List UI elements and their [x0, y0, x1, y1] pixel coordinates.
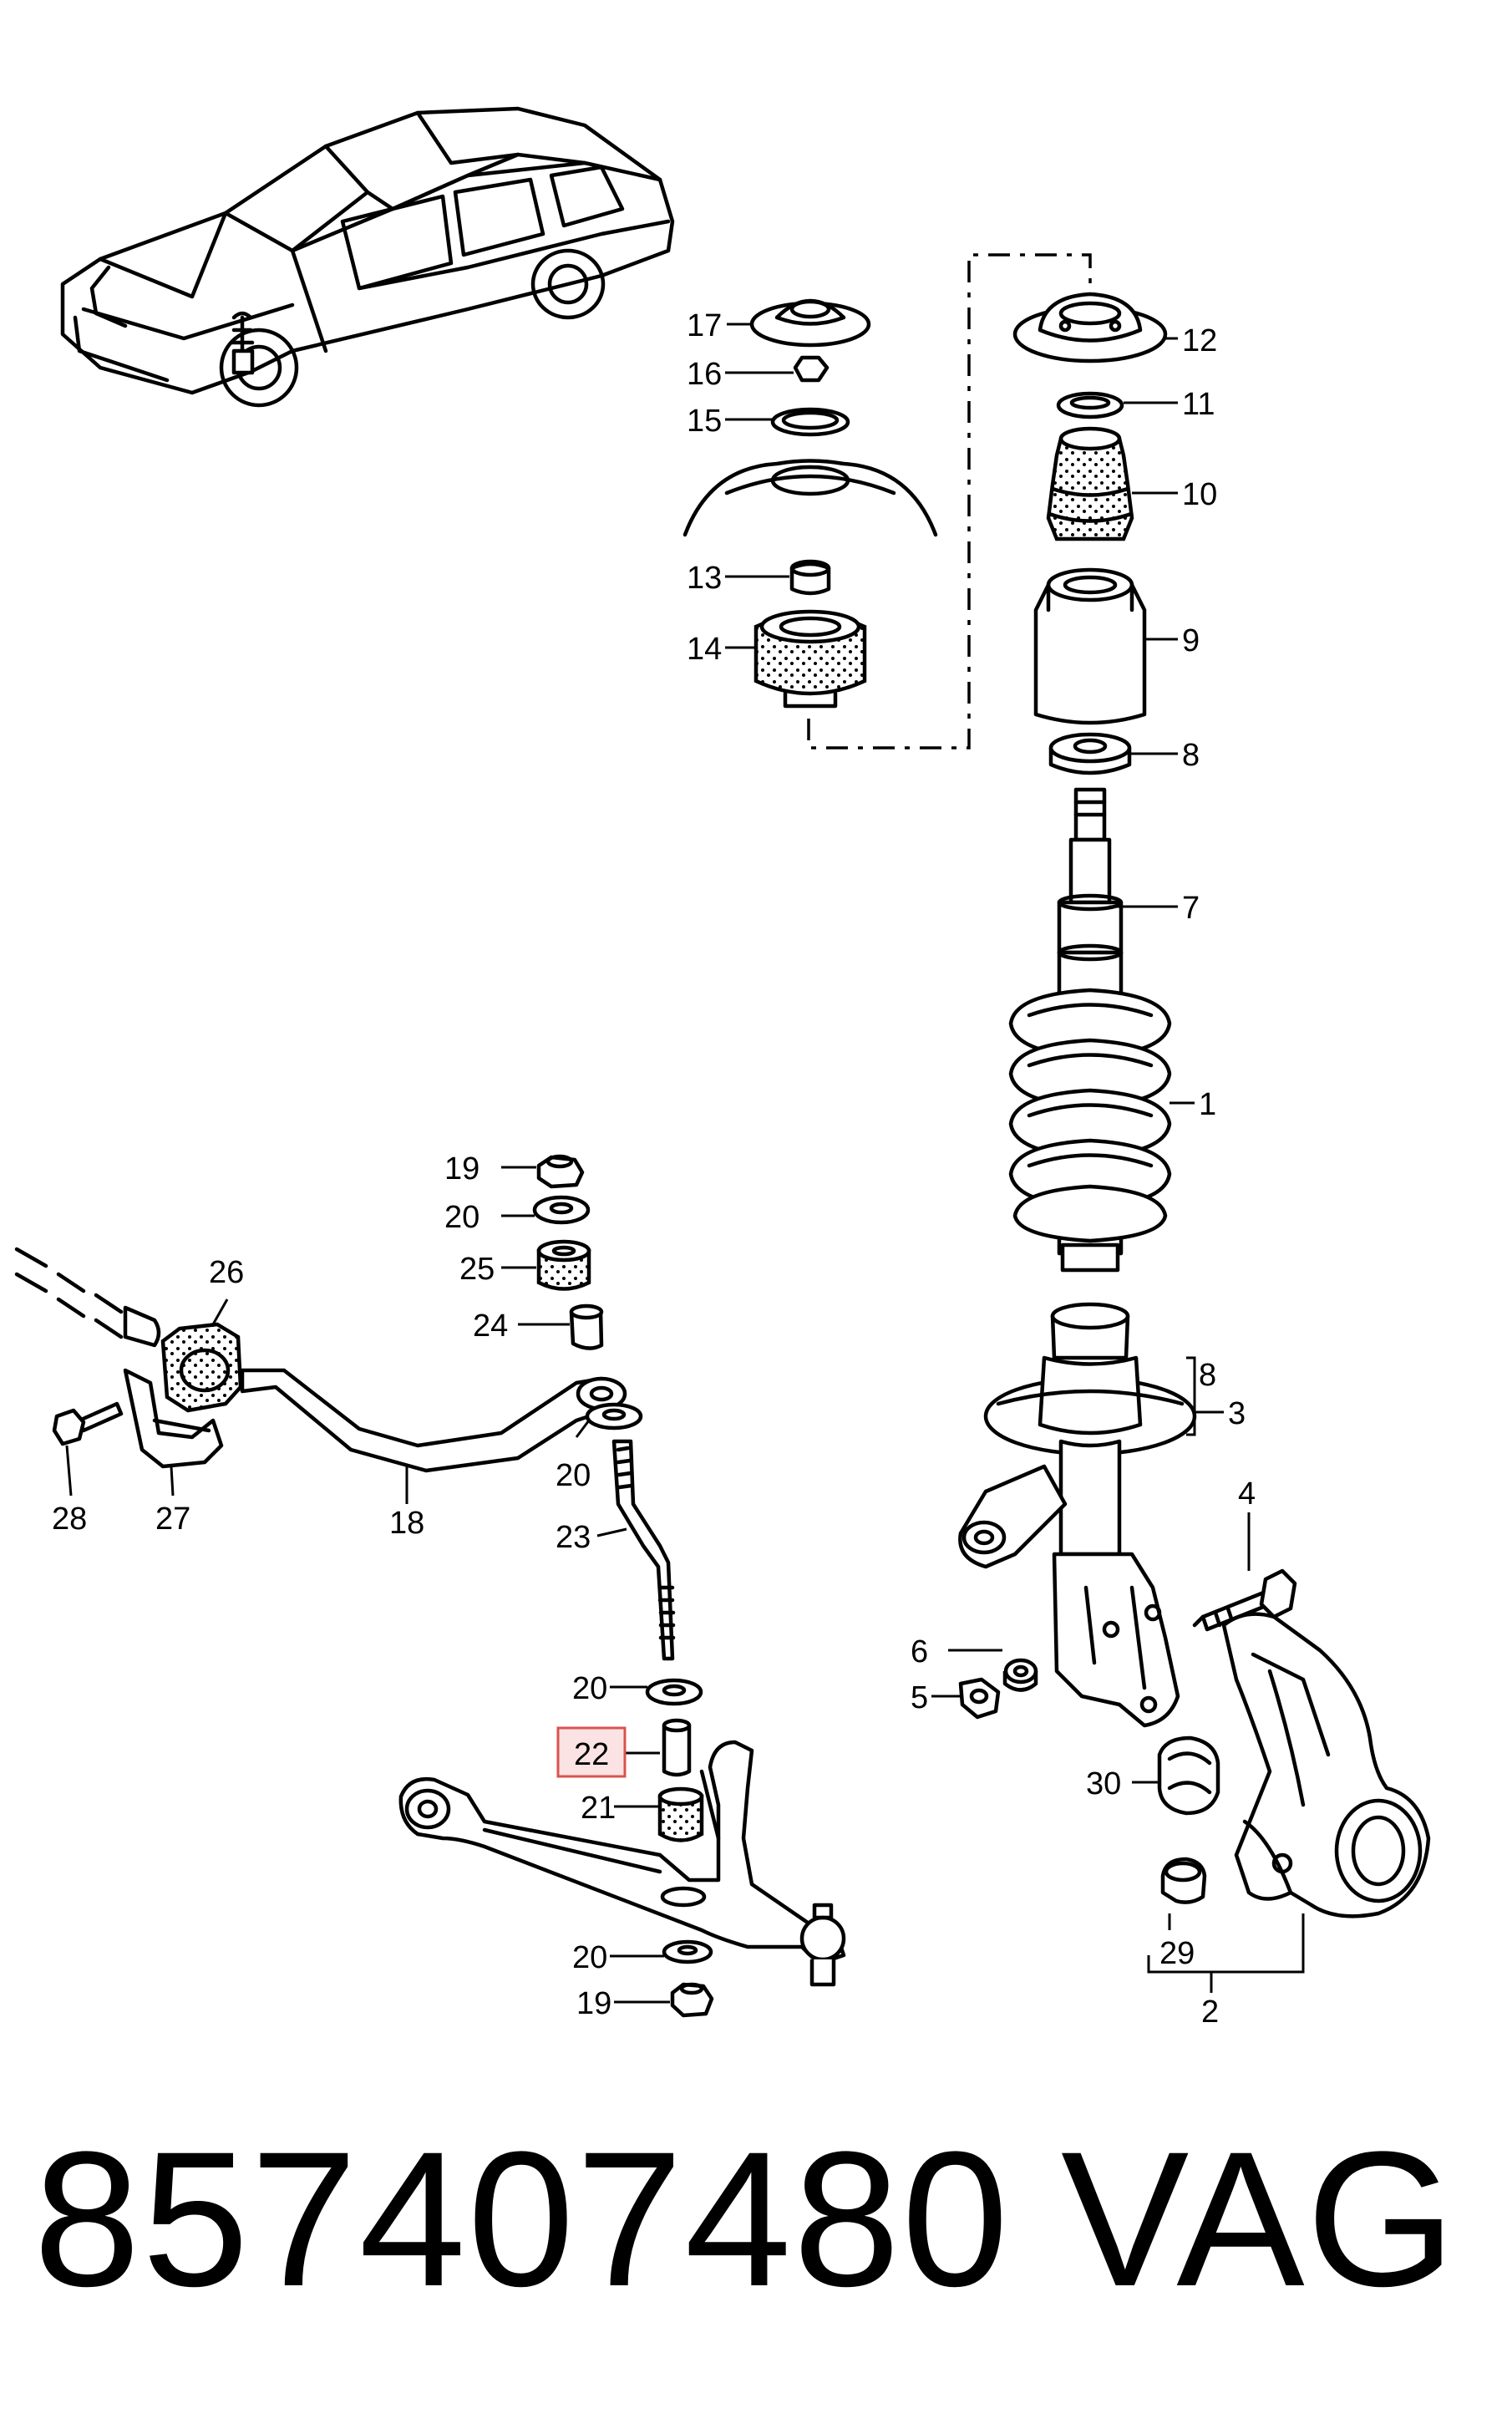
callout-1: 1 [1199, 1087, 1216, 1122]
callout-23: 23 [556, 1520, 591, 1555]
callout-14: 14 [687, 632, 722, 667]
callout-4: 4 [1238, 1476, 1256, 1512]
callout-19-bottom: 19 [576, 1986, 611, 2021]
callout-29: 29 [1159, 1936, 1195, 1971]
callout-27: 27 [155, 1502, 190, 1537]
callout-7: 7 [1182, 891, 1200, 926]
callout-6: 6 [911, 1634, 928, 1669]
alt-kit-bracket [807, 253, 1092, 750]
callout-8: 8 [1182, 738, 1200, 773]
callout-11: 11 [1182, 387, 1215, 422]
stabilizer-bar-assembly [14, 1247, 627, 1473]
callout-10: 10 [1182, 477, 1217, 512]
callout-8-bracket: 8 [1199, 1358, 1216, 1393]
callout-20-d: 20 [572, 1940, 607, 1975]
callout-21: 21 [581, 1791, 616, 1826]
callout-25: 25 [459, 1252, 495, 1287]
control-arm-assembly [398, 1154, 846, 2018]
callout-18: 18 [389, 1506, 424, 1541]
mount-kit-alt [682, 298, 938, 709]
callout-16: 16 [687, 357, 722, 392]
callout-22: 22 [574, 1737, 609, 1772]
highlight-box-22 [556, 1726, 627, 1778]
brand-label: VAG [1061, 2111, 1458, 2326]
callout-17: 17 [687, 308, 722, 343]
callout-20-a: 20 [444, 1200, 479, 1235]
callout-9: 9 [1182, 623, 1200, 658]
callout-20-b: 20 [556, 1458, 591, 1493]
callout-5: 5 [911, 1680, 928, 1715]
callout-12: 12 [1182, 323, 1217, 358]
callout-28: 28 [52, 1502, 87, 1537]
callout-20-c: 20 [572, 1671, 607, 1706]
callout-labels: 17 16 15 13 14 12 11 10 9 8 7 1 8 3 4 6 … [52, 308, 1256, 2030]
callout-24: 24 [473, 1309, 508, 1344]
callout-26: 26 [209, 1255, 244, 1290]
callout-3: 3 [1228, 1396, 1246, 1431]
callout-15: 15 [687, 404, 722, 439]
car-illustration [60, 106, 675, 408]
callout-30: 30 [1086, 1766, 1121, 1801]
leader-lines [65, 323, 1251, 2004]
strut-assembly [958, 292, 1431, 1993]
callout-13: 13 [687, 561, 722, 596]
part-number: 857407480 [33, 2111, 1010, 2326]
callout-2: 2 [1201, 1995, 1219, 2030]
callout-19-top: 19 [444, 1151, 479, 1187]
